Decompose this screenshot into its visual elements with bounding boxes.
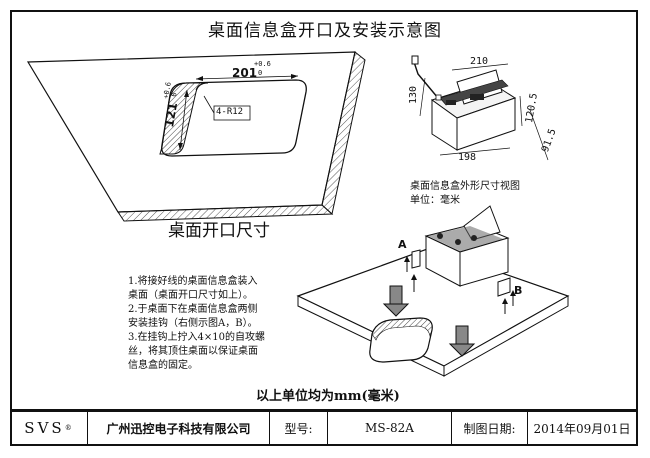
company-name: 广州迅控电子科技有限公司 [88, 412, 270, 444]
box-caption-line-2: 单位：毫米 [410, 195, 460, 206]
box-caption-line-1: 桌面信息盒外形尺寸视图 [410, 181, 520, 192]
note-line-2: 桌面（桌面开口尺寸如上）。 [128, 290, 253, 301]
drawing-title: 桌面信息盒开口及安装示意图 [208, 21, 442, 41]
hook-label-b: B [514, 284, 523, 297]
note-line-1: 1.将接好线的桌面信息盒装入 [128, 276, 258, 287]
cutout-width-value: 201 [232, 66, 258, 80]
drawing-frame [10, 10, 638, 446]
model-label: 型号: [270, 412, 328, 444]
info-box-view [411, 55, 549, 161]
box-dim-left: 130 [408, 85, 419, 104]
desk-panel-view [26, 51, 366, 222]
brand-cell: SVS® [12, 412, 88, 444]
hook-label-a: A [398, 238, 407, 251]
date-value: 2014年09月01日 [533, 421, 631, 436]
note-line-6: 丝，将其顶住桌面以保证桌面 [128, 346, 258, 357]
title-block: SVS® 广州迅控电子科技有限公司 型号: MS-82A 制图日期: 2014年… [12, 410, 636, 444]
corner-radius-label: 4-R12 [216, 107, 244, 117]
date-label: 制图日期: [452, 412, 528, 444]
model-value: MS-82A [328, 412, 452, 444]
box-dim-bottom: 198 [458, 152, 477, 163]
installation-view [296, 205, 570, 377]
units-note: 以上单位均为mm(毫米) [256, 389, 400, 404]
note-line-7: 信息盒的固定。 [128, 360, 198, 371]
note-line-4: 安装挂钩（右侧示图A，B）。 [128, 318, 258, 329]
box-dim-top: 210 [470, 56, 489, 67]
brand-name: SVS [24, 419, 65, 437]
cutout-width-tolerance-bottom: 0 [258, 69, 263, 77]
note-line-5: 3.在挂钩上拧入4×10的自攻螺 [128, 332, 266, 343]
cutout-width-tolerance-top: +0.6 [254, 60, 271, 68]
note-line-3: 2.于桌面下在桌面信息盒两侧 [128, 304, 258, 315]
registered-mark: ® [64, 424, 75, 432]
cutout-size-label: 桌面开口尺寸 [168, 221, 270, 241]
cutout-dimension-lines [178, 74, 299, 151]
